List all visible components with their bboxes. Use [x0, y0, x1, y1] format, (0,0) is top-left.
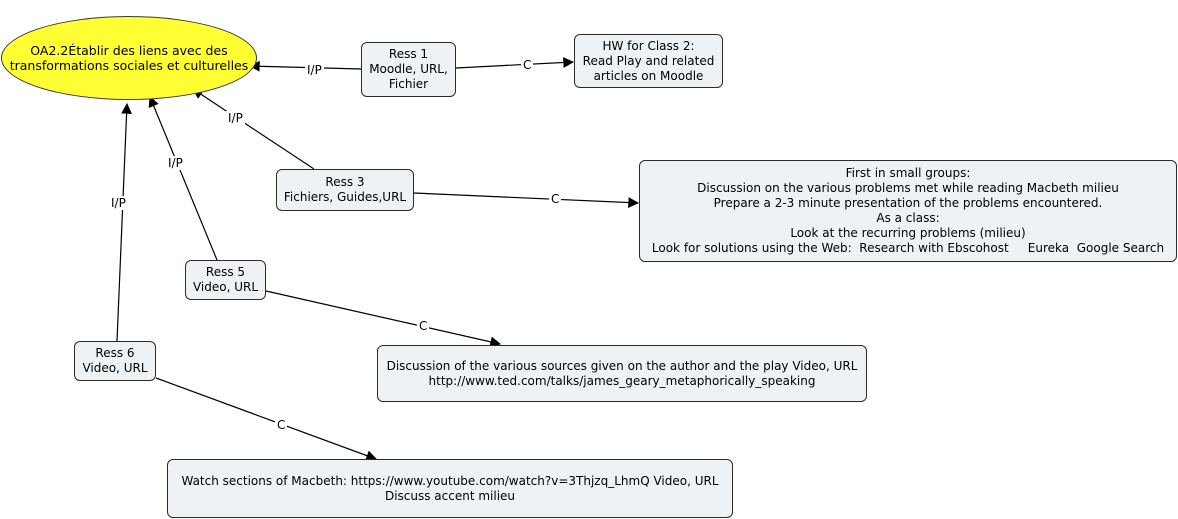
link-label-ress3-ip: I/P	[226, 111, 245, 125]
ress-6-title: Ress 6	[95, 346, 135, 360]
root-line-2: transformations sociales et culturelles	[9, 58, 249, 73]
discussion-line-1: Discussion of the various sources given …	[386, 358, 858, 373]
ress-6-node[interactable]: Ress 6 Video, URL	[74, 341, 156, 381]
ress-5-title: Ress 5	[205, 265, 246, 279]
root-line-1: OA2.2Établir des liens avec des	[30, 43, 228, 58]
hw-line-1: HW for Class 2:	[602, 38, 695, 53]
ress-6-line-2: Video, URL	[82, 361, 148, 375]
groups-line-5: Look at the recurring problems (milieu)	[790, 226, 1026, 240]
edge-ress3-to-groups	[413, 192, 640, 208]
link-label-ress6-c: C	[275, 418, 288, 432]
groups-line-3: Prepare a 2-3 minute presentation of the…	[713, 196, 1103, 210]
link-label-ress1-c: C	[521, 58, 534, 72]
hw-class-2-node[interactable]: HW for Class 2: Read Play and related ar…	[574, 34, 723, 88]
hw-line-3: articles on Moodle	[593, 68, 704, 83]
ress-1-line-2: Moodle, URL,	[369, 62, 448, 76]
watch-line-1: Watch sections of Macbeth: https://www.y…	[181, 473, 719, 488]
hw-line-2: Read Play and related	[582, 53, 715, 68]
small-groups-node[interactable]: First in small groups: Discussion on the…	[639, 160, 1177, 262]
ress-3-line-2: Fichiers, Guides,URL	[283, 190, 407, 204]
edge-ress3-to-root	[192, 88, 315, 170]
discussion-sources-node[interactable]: Discussion of the various sources given …	[377, 345, 867, 402]
link-label-ress3-c: C	[549, 192, 562, 206]
ress-1-line-3: Fichier	[388, 77, 429, 91]
ress-1-title: Ress 1	[388, 47, 429, 61]
ress-5-node[interactable]: Ress 5 Video, URL	[185, 260, 266, 300]
edge-ress5-to-discussion	[265, 290, 502, 348]
root-concept[interactable]: OA2.2Établir des liens avec des transfor…	[1, 16, 257, 100]
groups-line-4: As a class:	[876, 211, 940, 225]
edge-ress5-to-root	[148, 96, 218, 261]
edge-ress1-to-hw	[455, 57, 575, 69]
watch-line-2: Discuss accent milieu	[384, 488, 516, 503]
ress-3-node[interactable]: Ress 3 Fichiers, Guides,URL	[276, 169, 414, 211]
groups-line-2: Discussion on the various problems met w…	[697, 181, 1119, 195]
groups-line-6: Look for solutions using the Web: Resear…	[651, 241, 1165, 255]
link-label-ress6-ip: I/P	[109, 196, 128, 210]
ress-1-node[interactable]: Ress 1 Moodle, URL, Fichier	[361, 42, 456, 97]
link-label-ress5-c: C	[417, 319, 430, 333]
edge-ress6-to-watch	[155, 377, 378, 461]
link-label-ress5-ip: I/P	[166, 156, 185, 170]
groups-line-1: First in small groups:	[845, 166, 971, 180]
discussion-line-2: http://www.ted.com/talks/james_geary_met…	[428, 373, 816, 388]
ress-3-title: Ress 3	[325, 175, 365, 189]
ress-5-line-2: Video, URL	[192, 280, 259, 294]
watch-macbeth-node[interactable]: Watch sections of Macbeth: https://www.y…	[167, 459, 733, 518]
link-label-ress1-ip: I/P	[305, 63, 324, 77]
edge-ress6-to-root	[116, 102, 132, 342]
